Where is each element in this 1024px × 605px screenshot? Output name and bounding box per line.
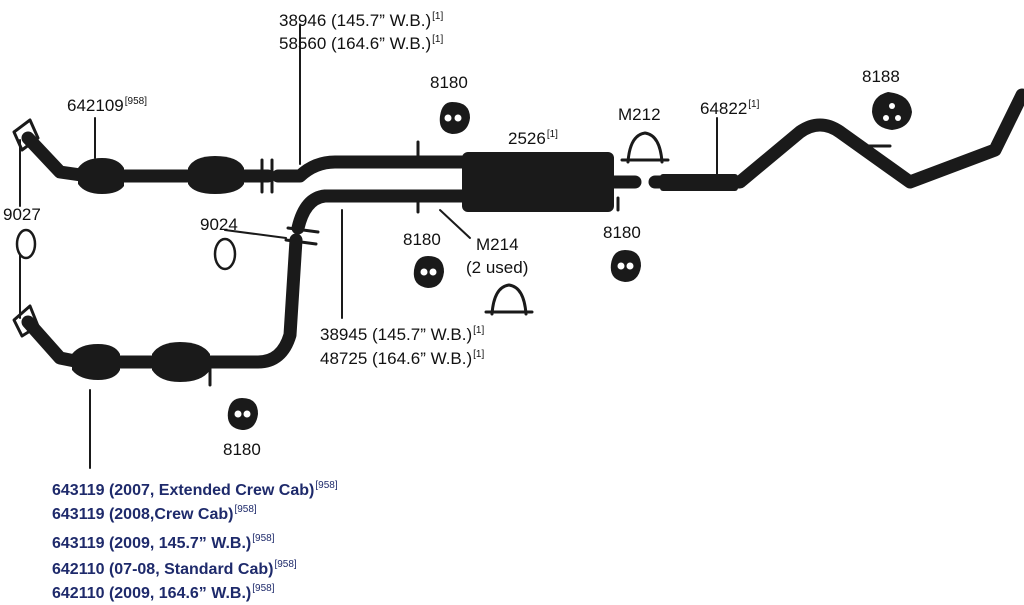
label-64822: 64822[1]: [700, 99, 760, 118]
muffler: [462, 152, 614, 212]
hanger-8188: [872, 92, 912, 130]
application-line: 642110 (2009, 164.6” W.B.)[958]: [52, 583, 275, 602]
label-2526: 2526[1]: [508, 129, 558, 148]
application-line: 643119 (2007, Extended Crew Cab)[958]: [52, 480, 338, 499]
catalytic-converter: [152, 342, 210, 382]
application-line: 643119 (2009, 145.7” W.B.)[958]: [52, 533, 275, 552]
lower-intermediate-pipe: [291, 189, 477, 235]
catalytic-converter: [188, 156, 244, 194]
application-line: 643119 (2008,Crew Cab)[958]: [52, 504, 257, 523]
upper-intermediate-pipe: [271, 155, 477, 183]
application-line: 642110 (07-08, Standard Cab)[958]: [52, 559, 297, 578]
catalytic-converter: [72, 344, 120, 380]
flange-clamp: [260, 158, 274, 194]
label-642109: 642109[958]: [67, 96, 147, 115]
manifold-flange: [12, 118, 40, 152]
hanger-8180-bottom: [227, 398, 258, 430]
label-8180-top: 8180: [430, 73, 468, 92]
leader-line: [224, 229, 287, 239]
label-8180-bottom: 8180: [223, 440, 261, 459]
lower-front-pipe: [21, 233, 303, 369]
manifold-flange: [12, 304, 40, 338]
u-clamp-m214: [490, 283, 528, 316]
u-clamp-m212: [626, 131, 664, 164]
flange-clamp: [284, 226, 320, 246]
leader-line: [439, 209, 471, 239]
gasket-9027: [15, 228, 37, 260]
label-38946: 38946 (145.7” W.B.)[1]: [279, 11, 444, 30]
label-m214: M214: [476, 235, 519, 254]
label-38945: 38945 (145.7” W.B.)[1]: [320, 325, 485, 344]
label-m214-qty: (2 used): [466, 258, 529, 277]
hanger-8180-left: [413, 256, 444, 288]
label-m212: M212: [618, 105, 661, 124]
tailpipe-joint: [660, 174, 738, 191]
gasket-9024: [213, 237, 237, 271]
label-48725: 48725 (164.6” W.B.)[1]: [320, 349, 485, 368]
label-9024: 9024: [200, 215, 238, 234]
label-58560: 58560 (164.6” W.B.)[1]: [279, 34, 444, 53]
catalytic-converter: [78, 158, 124, 194]
label-9027: 9027: [3, 205, 41, 224]
label-8180-right: 8180: [603, 223, 641, 242]
hanger-8180-right: [610, 250, 641, 282]
label-8188: 8188: [862, 67, 900, 86]
tailpipe: [648, 88, 1024, 189]
label-8180-left: 8180: [403, 230, 441, 249]
